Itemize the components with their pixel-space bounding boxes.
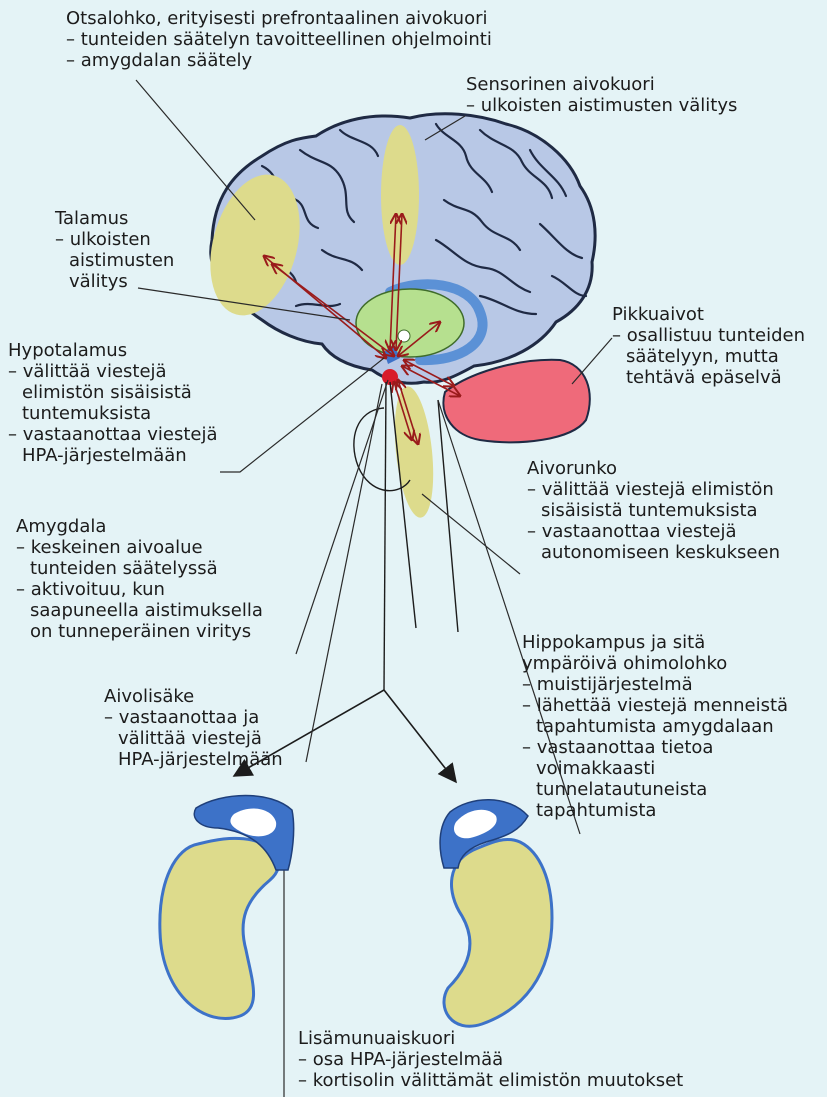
- label-thalamus-title: Talamus: [55, 208, 174, 229]
- adrenal-gland-right: [440, 800, 552, 1026]
- label-pituitary: Aivolisäke – vastaanottaa ja välittää vi…: [104, 686, 283, 770]
- label-brainstem-item: sisäisistä tuntemuksista: [527, 500, 780, 521]
- label-thalamus: Talamus – ulkoisten aistimusten välitys: [55, 208, 174, 292]
- label-amygdala-item: – keskeinen aivoalue: [16, 537, 263, 558]
- label-adrenal-item: – kortisolin välittämät elimistön muutok…: [298, 1070, 683, 1091]
- label-cerebellum-item: tehtävä epäselvä: [612, 367, 805, 388]
- label-sensory-item: – ulkoisten aistimusten välitys: [466, 95, 737, 116]
- label-pituitary-title: Aivolisäke: [104, 686, 283, 707]
- label-thalamus-item: aistimusten: [55, 250, 174, 271]
- label-amygdala: Amygdala – keskeinen aivoalue tunteiden …: [16, 516, 263, 642]
- label-cerebellum: Pikkuaivot – osallistuu tunteiden säätel…: [612, 304, 805, 388]
- label-brainstem-title: Aivorunko: [527, 458, 780, 479]
- label-frontal-title: Otsalohko, erityisesti prefrontaalinen a…: [66, 8, 492, 29]
- label-hippocampus: Hippokampus ja sitä ympäröivä ohimolohko…: [522, 632, 788, 821]
- label-cerebellum-title: Pikkuaivot: [612, 304, 805, 325]
- label-frontal: Otsalohko, erityisesti prefrontaalinen a…: [66, 8, 492, 71]
- label-brainstem: Aivorunko – välittää viestejä elimistön …: [527, 458, 780, 563]
- label-sensory-title: Sensorinen aivokuori: [466, 74, 737, 95]
- label-pituitary-item: välittää viestejä: [104, 728, 283, 749]
- label-amygdala-item: tunteiden säätelyssä: [16, 558, 263, 579]
- label-frontal-item: – tunteiden säätelyn tavoitteellinen ohj…: [66, 29, 492, 50]
- label-hypothalamus-item: elimistön sisäisistä: [8, 382, 218, 403]
- label-sensory: Sensorinen aivokuori – ulkoisten aistimu…: [466, 74, 737, 116]
- label-hippocampus-item: ympäröivä ohimolohko: [522, 653, 788, 674]
- label-hippocampus-item: – vastaanottaa tietoa: [522, 737, 788, 758]
- thalamus-inner: [398, 330, 410, 342]
- label-hypothalamus: Hypotalamus – välittää viestejä elimistö…: [8, 340, 218, 466]
- label-cerebellum-item: – osallistuu tunteiden: [612, 325, 805, 346]
- label-hippocampus-title: Hippokampus ja sitä: [522, 632, 788, 653]
- label-hippocampus-item: voimakkaasti: [522, 758, 788, 779]
- label-amygdala-item: on tunneperäinen viritys: [16, 621, 263, 642]
- label-hippocampus-item: – lähettää viestejä menneistä: [522, 695, 788, 716]
- label-amygdala-item: – aktivoituu, kun: [16, 579, 263, 600]
- label-pituitary-item: HPA-järjestelmään: [104, 749, 283, 770]
- label-adrenal-title: Lisämunuaiskuori: [298, 1028, 683, 1049]
- label-hippocampus-item: – muistijärjestelmä: [522, 674, 788, 695]
- label-adrenal: Lisämunuaiskuori – osa HPA-järjestelmää …: [298, 1028, 683, 1091]
- label-amygdala-title: Amygdala: [16, 516, 263, 537]
- label-pituitary-item: – vastaanottaa ja: [104, 707, 283, 728]
- label-hypothalamus-item: – vastaanottaa viestejä: [8, 424, 218, 445]
- label-hippocampus-item: tapahtumista amygdalaan: [522, 716, 788, 737]
- label-thalamus-item: välitys: [55, 271, 174, 292]
- label-hippocampus-item: tunnelatautuneista: [522, 779, 788, 800]
- label-brainstem-item: – vastaanottaa viestejä: [527, 521, 780, 542]
- label-adrenal-item: – osa HPA-järjestelmää: [298, 1049, 683, 1070]
- label-brainstem-item: autonomiseen keskukseen: [527, 542, 780, 563]
- label-hippocampus-item: tapahtumista: [522, 800, 788, 821]
- label-amygdala-item: saapuneella aistimuksella: [16, 600, 263, 621]
- label-hypothalamus-item: – välittää viestejä: [8, 361, 218, 382]
- brainstem-region: [389, 384, 439, 519]
- label-hypothalamus-title: Hypotalamus: [8, 340, 218, 361]
- label-hypothalamus-item: tuntemuksista: [8, 403, 218, 424]
- label-brainstem-item: – välittää viestejä elimistön: [527, 479, 780, 500]
- label-frontal-item: – amygdalan säätely: [66, 50, 492, 71]
- adrenal-gland-left: [160, 796, 294, 1019]
- label-thalamus-item: – ulkoisten: [55, 229, 174, 250]
- label-hypothalamus-item: HPA-järjestelmään: [8, 445, 218, 466]
- label-cerebellum-item: säätelyyn, mutta: [612, 346, 805, 367]
